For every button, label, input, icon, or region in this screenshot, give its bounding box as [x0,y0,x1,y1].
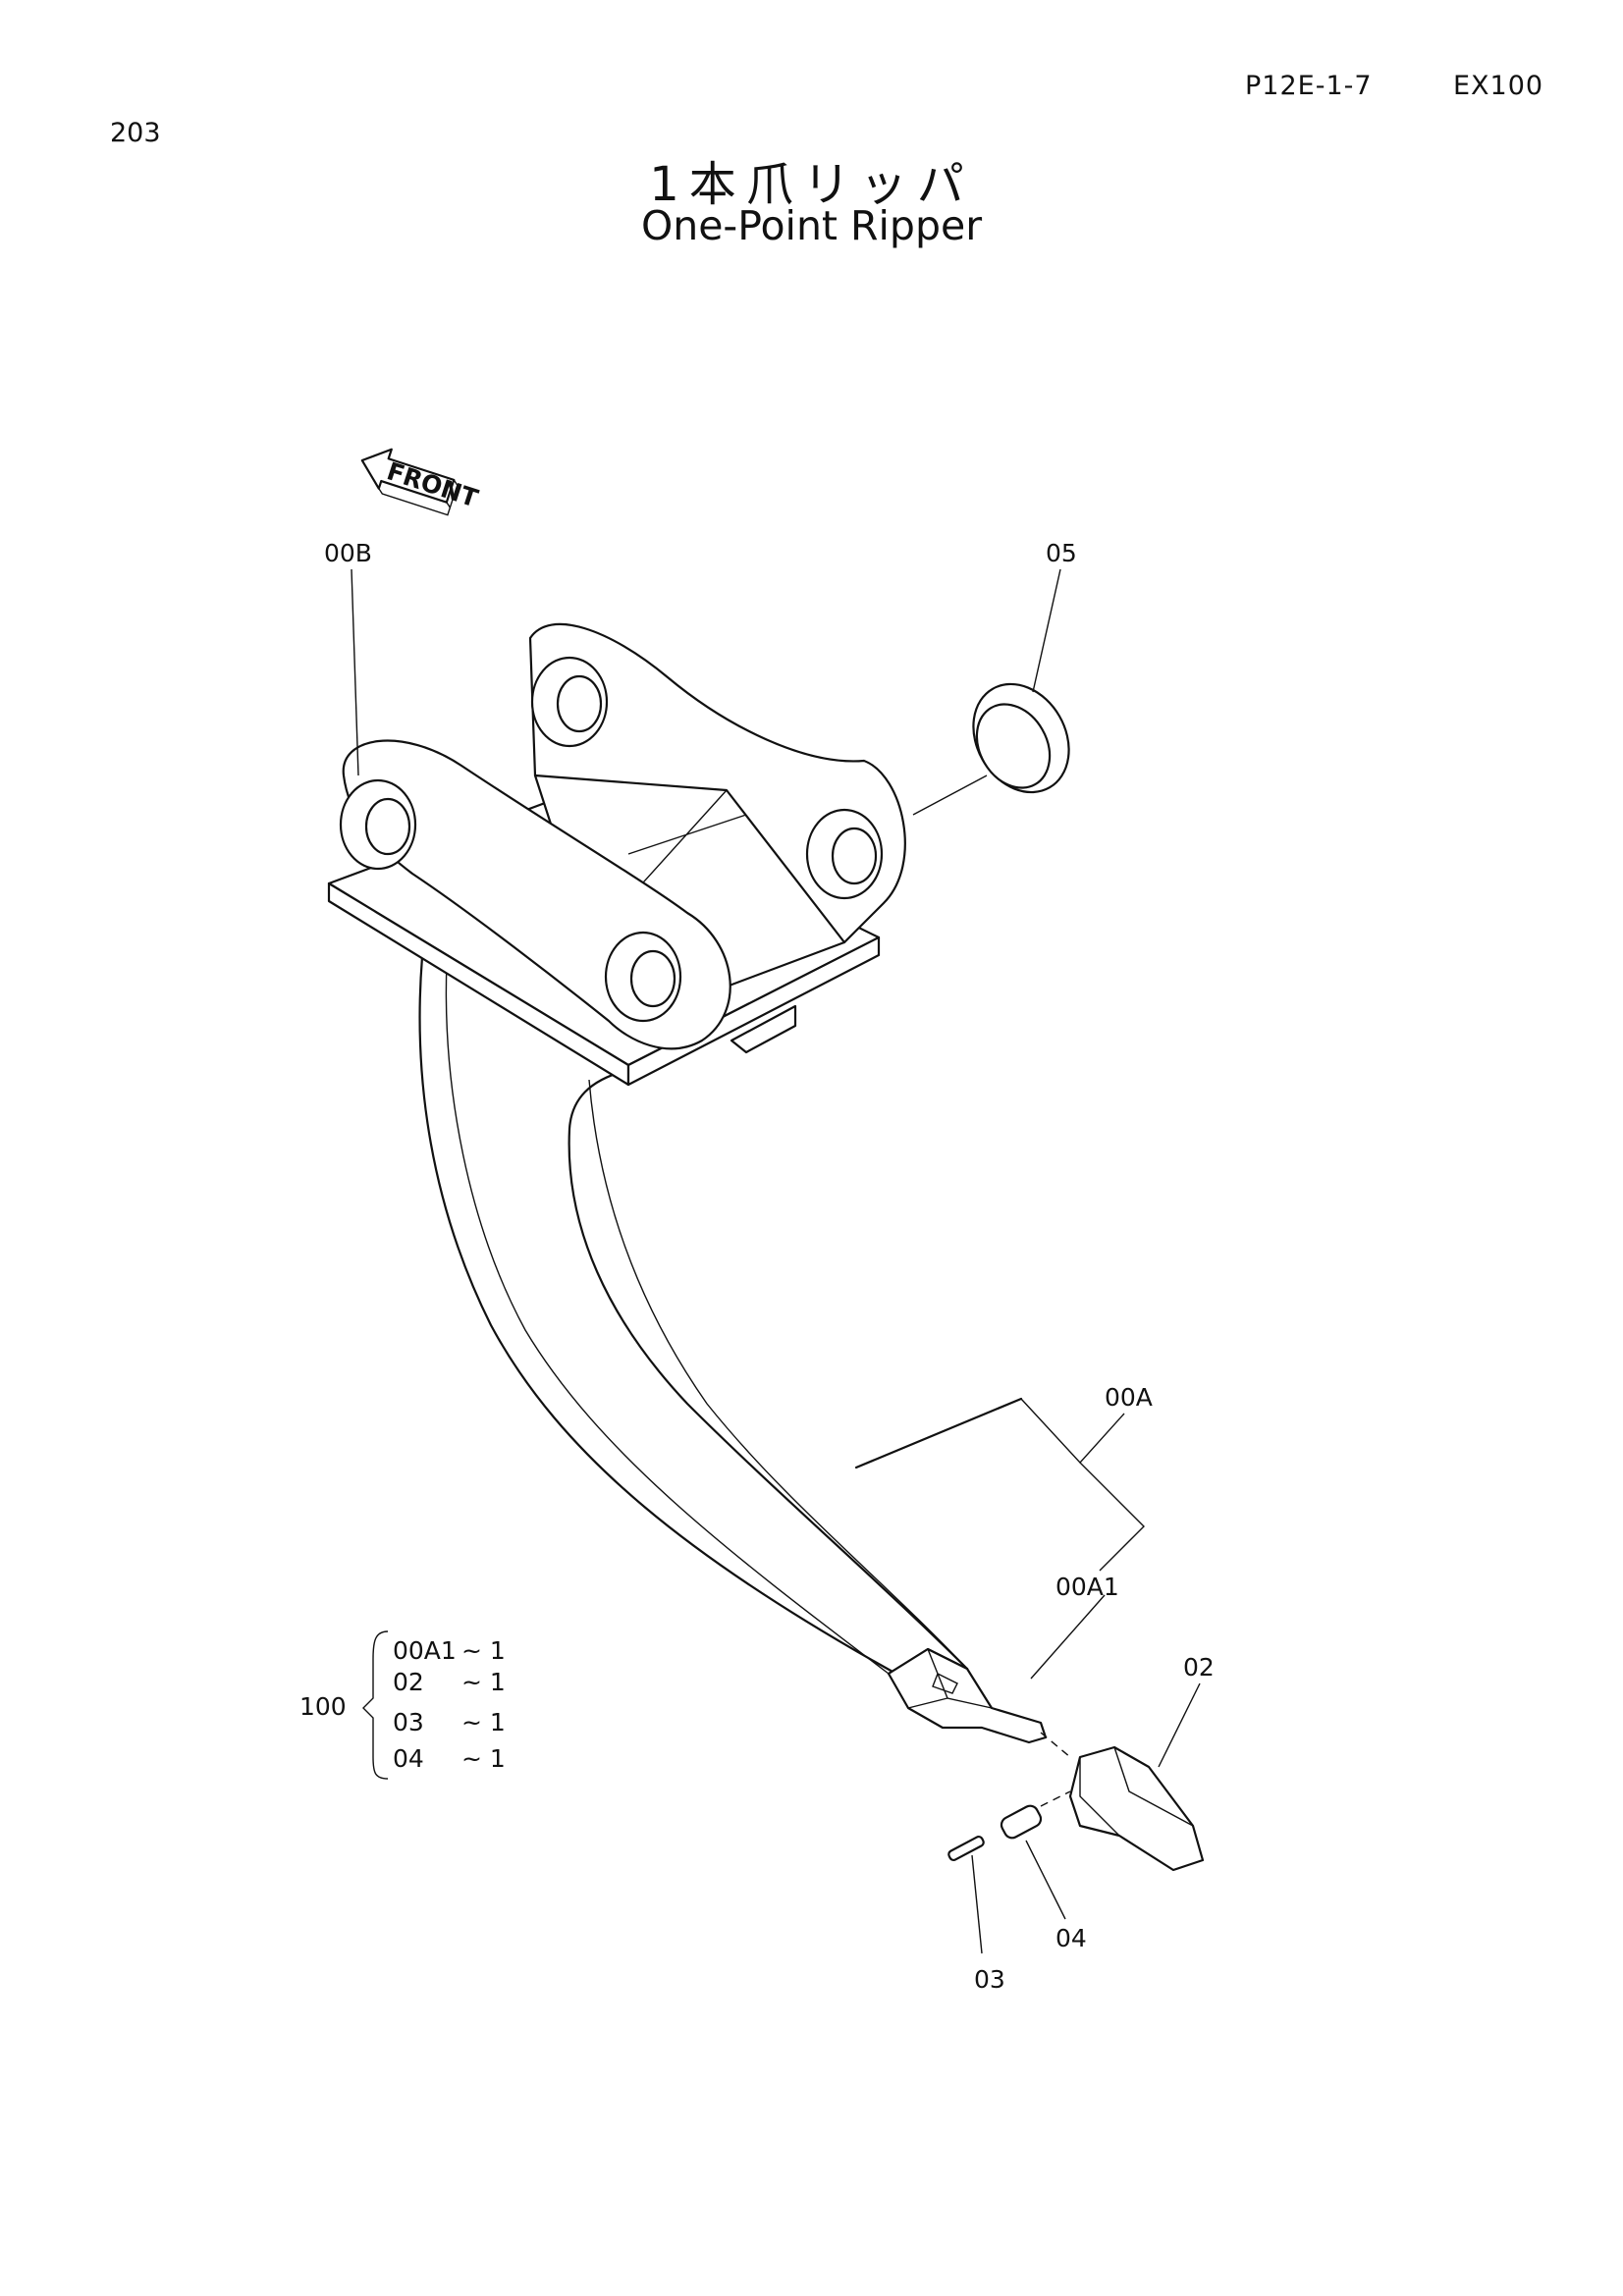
kit-list: 100 00A1 ~ 1 02 ~ 1 03 ~ 1 04 ~ 1 [299,1630,506,1780]
kit-item-part: 00A1 [393,1636,457,1665]
kit-item-qty: ~ 1 [461,1744,506,1773]
callout-02: 02 [1183,1653,1215,1682]
kit-item-part: 04 [393,1744,424,1773]
callout-00B: 00B [324,539,372,567]
kit-item-qty: ~ 1 [461,1708,506,1736]
document-reference: P12E-1-7 [1245,71,1373,101]
kit-brace [362,1630,389,1780]
point-adapter [887,1647,1048,1744]
ripper-shank [418,955,969,1690]
mounting-bracket [327,622,906,1087]
leader-03 [971,1854,983,1954]
leader-00A-branch [1079,1462,1145,1572]
machine-model: EX100 [1453,71,1544,101]
kit-number: 100 [299,1692,347,1721]
callout-05: 05 [1046,539,1077,567]
lock-pin [947,1835,985,1862]
title-japanese: 1本爪リッパ [649,157,974,212]
title-english: One-Point Ripper [640,202,983,249]
bushing-ring [972,682,1070,794]
callout-00A: 00A [1105,1383,1153,1412]
callout-00A1: 00A1 [1055,1573,1119,1601]
front-label: FRONT [384,456,482,512]
kit-item-part: 02 [393,1668,424,1696]
tooth-point [1068,1745,1205,1872]
assembly-guide-lines [1040,1732,1071,1807]
leader-04 [1025,1840,1066,1920]
kit-item-part: 03 [393,1708,424,1736]
leader-02 [1158,1682,1201,1768]
leader-05 [1032,568,1061,693]
rubber-lock [1000,1804,1043,1840]
front-arrow-icon: FRONT [360,448,482,516]
leader-00A1 [1030,1594,1106,1680]
bushing-leader-line [912,774,988,816]
shank-edge-line [854,1397,1023,1469]
callout-03: 03 [974,1965,1005,1994]
callout-04: 04 [1055,1924,1087,1952]
kit-item-qty: ~ 1 [461,1668,506,1696]
leader-00B [351,568,359,776]
kit-item-qty: ~ 1 [461,1636,506,1665]
page-number: 203 [110,118,161,148]
